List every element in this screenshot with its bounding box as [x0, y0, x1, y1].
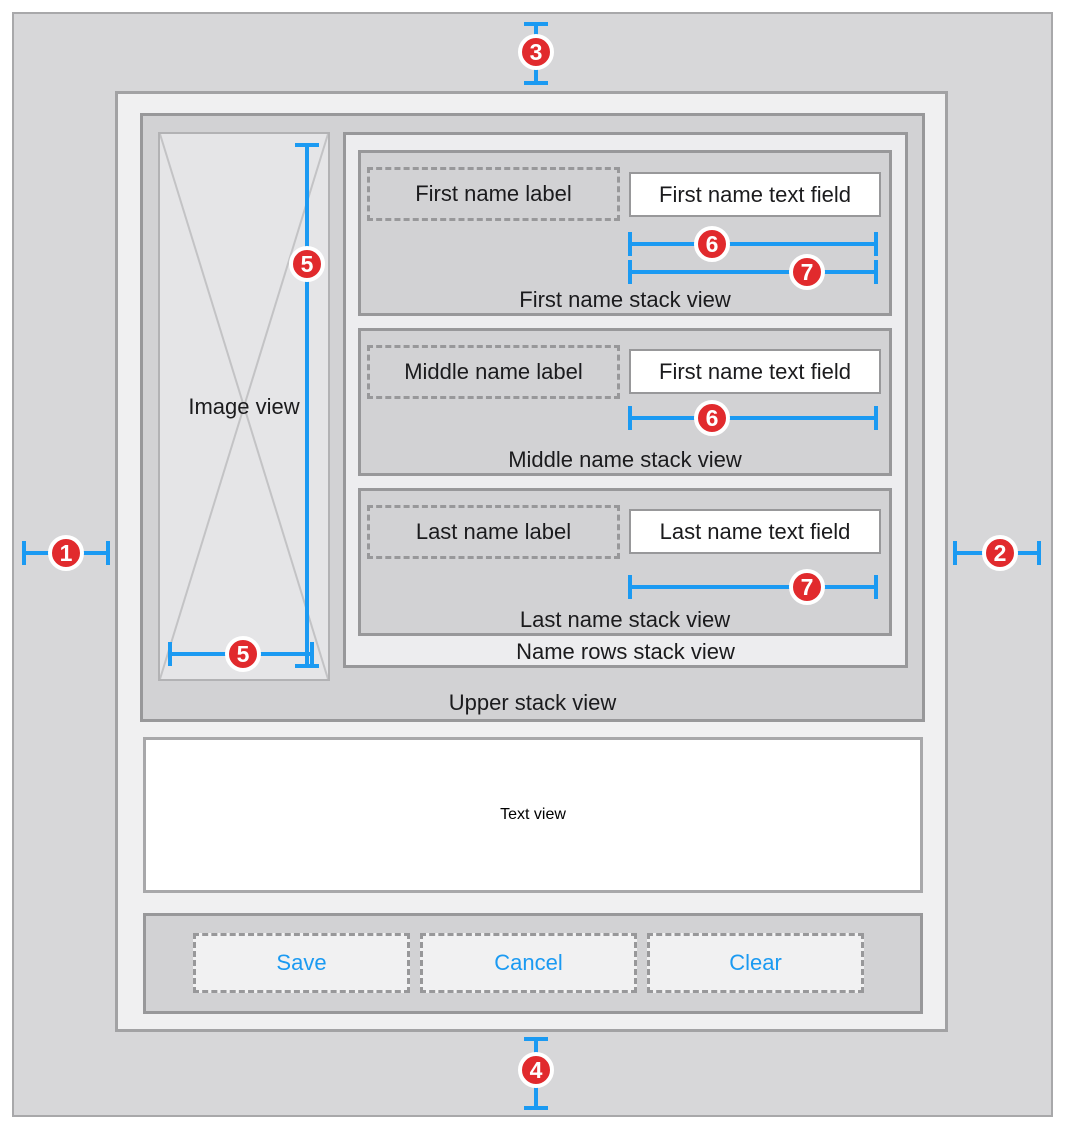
image-view-label: Image view	[188, 393, 300, 419]
constraint-marker-4-bottom: 4	[518, 1037, 554, 1110]
beam-cap	[874, 260, 878, 284]
beam-line	[628, 242, 878, 246]
beam-cap	[106, 541, 110, 565]
constraint-marker-3-top: 3	[518, 22, 554, 85]
last-name-stack-view-caption: Last name stack view	[519, 607, 731, 632]
beam-cap	[874, 232, 878, 256]
clear-button[interactable]: Clear	[647, 933, 864, 993]
cancel-button-label: Cancel	[494, 950, 563, 975]
last-name-text-field[interactable]: Last name text field	[629, 509, 881, 554]
constraint-marker-1-leading: 1	[22, 535, 110, 571]
middle-name-stack-view-caption: Middle name stack view	[508, 447, 742, 472]
constraint-marker-6-first-row: 6	[628, 226, 878, 262]
constraint-badge-7: 7	[789, 569, 825, 605]
first-name-stack-view-caption: First name stack view	[519, 287, 731, 312]
text-view[interactable]: Text view	[143, 737, 923, 893]
beam-cap	[874, 575, 878, 599]
name-rows-stack-view-caption: Name rows stack view	[516, 639, 735, 664]
save-button[interactable]: Save	[193, 933, 410, 993]
text-view-label: Text view	[500, 806, 566, 823]
constraint-badge-5: 5	[225, 636, 261, 672]
last-name-label-text: Last name label	[415, 519, 572, 544]
first-name-text-field-text: First name text field	[659, 181, 851, 207]
constraint-badge-6: 6	[694, 400, 730, 436]
constraint-badge-6: 6	[694, 226, 730, 262]
image-placeholder-x-icon	[160, 134, 328, 679]
middle-name-label-text: Middle name label	[404, 359, 583, 384]
middle-name-label: Middle name label	[367, 345, 620, 399]
beam-cap	[310, 642, 314, 666]
constraint-marker-7-first-row: 7	[628, 254, 878, 290]
constraint-badge-1: 1	[48, 535, 84, 571]
beam-cap	[524, 1106, 548, 1110]
first-name-text-field[interactable]: First name text field	[629, 172, 881, 217]
constraint-marker-6-middle-row: 6	[628, 400, 878, 436]
constraint-badge-7: 7	[789, 254, 825, 290]
middle-name-text-field[interactable]: First name text field	[629, 349, 881, 394]
beam-line	[628, 585, 878, 589]
beam-cap	[524, 81, 548, 85]
beam-cap	[1037, 541, 1041, 565]
middle-name-text-field-text: First name text field	[659, 358, 851, 384]
beam-cap	[874, 406, 878, 430]
constraint-badge-3: 3	[518, 34, 554, 70]
beam-line	[628, 270, 878, 274]
constraint-marker-5-image-height: 5	[289, 143, 325, 668]
first-name-label-text: First name label	[415, 181, 572, 206]
constraint-badge-5: 5	[289, 246, 325, 282]
beam-line	[305, 143, 309, 668]
cancel-button[interactable]: Cancel	[420, 933, 637, 993]
constraint-badge-4: 4	[518, 1052, 554, 1088]
last-name-text-field-text: Last name text field	[659, 518, 851, 544]
beam-cap	[295, 664, 319, 668]
constraint-marker-7-last-row: 7	[628, 569, 878, 605]
first-name-label: First name label	[367, 167, 620, 221]
last-name-label: Last name label	[367, 505, 620, 559]
clear-button-label: Clear	[729, 950, 782, 975]
upper-stack-view-caption: Upper stack view	[448, 690, 617, 715]
constraint-marker-2-trailing: 2	[953, 535, 1041, 571]
constraint-marker-5-image-width: 5	[168, 636, 314, 672]
beam-line	[628, 416, 878, 420]
save-button-label: Save	[276, 950, 327, 975]
constraint-badge-2: 2	[982, 535, 1018, 571]
image-view: Image view	[158, 132, 330, 681]
